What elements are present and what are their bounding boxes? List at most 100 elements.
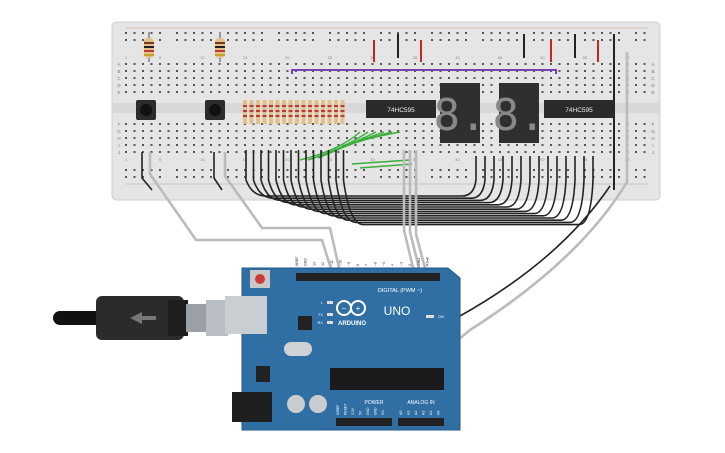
shift-register-2[interactable]: 74HC595 (544, 100, 614, 118)
column-number: 25 (328, 157, 333, 162)
red-jumpers (373, 40, 599, 62)
svg-text:−: − (342, 304, 347, 313)
power-pin-label: GND (366, 407, 370, 415)
power-jack (232, 392, 272, 422)
row-letter: D (117, 83, 121, 88)
digital-pin-label: AREF (295, 256, 299, 266)
digital-pin-label: TX▸1 (417, 258, 421, 266)
row-letter: G (651, 129, 655, 134)
digital-pin-label: 13 (312, 262, 316, 266)
analog-pin-label: A3 (422, 411, 426, 415)
column-number: 20 (285, 157, 290, 162)
digital-pin-label: 12 (321, 262, 325, 266)
digital-pin-label: GND (304, 258, 308, 266)
seven-segment-display-1[interactable]: 8. (434, 83, 487, 143)
row-letter: F (652, 122, 655, 127)
power-pin-label: IOREF (336, 405, 340, 415)
row-letter: C (117, 76, 121, 81)
push-button-2[interactable] (205, 100, 225, 120)
analog-pin-label: A2 (414, 411, 418, 415)
row-letter: B (651, 69, 654, 74)
digital-pin-label: ~11 (330, 260, 334, 266)
digital-pin-label: 8 (356, 264, 360, 266)
green-wires (299, 131, 413, 169)
row-letter: D (651, 83, 655, 88)
svg-text:POWER: POWER (365, 400, 384, 406)
column-number: 40 (455, 157, 460, 162)
column-number: 20 (285, 55, 290, 60)
reset-button (255, 274, 265, 284)
column-number: 5 (159, 55, 162, 60)
power-pin-label: GND (374, 407, 378, 415)
crystal (284, 342, 312, 356)
svg-text:ANALOG IN: ANALOG IN (407, 400, 435, 406)
column-number: 1 (125, 157, 128, 162)
analog-header (398, 418, 444, 426)
row-letter: J (118, 150, 120, 155)
shift-register-1[interactable]: 74HC595 (366, 100, 436, 118)
row-letter: I (118, 143, 119, 148)
analog-pin-label: A1 (407, 411, 411, 415)
column-number: 30 (370, 157, 375, 162)
column-number: 10 (200, 55, 205, 60)
bundle-wires (141, 52, 629, 412)
digital-pin-label: ~5 (382, 262, 386, 266)
svg-text:8.: 8. (493, 90, 546, 141)
column-number: 50 (540, 157, 545, 162)
digital-pin-label: 2 (408, 264, 412, 266)
usb-chip (298, 316, 312, 330)
analog-pin-label: A0 (399, 411, 403, 415)
digital-pin-label: ~10 (339, 260, 343, 266)
push-button-1[interactable] (136, 100, 156, 120)
analog-pin-label: A4 (429, 411, 433, 415)
row-letter: I (652, 143, 653, 148)
power-pin-label: RESET (344, 404, 348, 415)
column-number: 45 (498, 157, 503, 162)
power-pin-label: 5V (359, 410, 363, 415)
resistor-1[interactable] (144, 32, 154, 62)
usb-port (225, 296, 267, 334)
capacitor-2 (309, 395, 327, 413)
arduino-brand: ARDUINO (338, 321, 366, 327)
row-letter: G (117, 129, 121, 134)
l-led (327, 301, 333, 304)
column-number: 10 (200, 157, 205, 162)
column-number: 40 (455, 55, 460, 60)
digital-pin-label: 7 (365, 264, 369, 266)
row-letter: C (651, 76, 655, 81)
column-number: 15 (243, 55, 248, 60)
resistor-2[interactable] (215, 32, 225, 62)
row-letter: J (652, 150, 654, 155)
row-letter: A (117, 62, 120, 67)
column-number: 25 (328, 55, 333, 60)
column-number: 55 (583, 55, 588, 60)
digital-header (296, 273, 440, 281)
column-number: 5 (159, 157, 162, 162)
digital-pin-label: ~9 (347, 262, 351, 266)
power-rails (126, 27, 648, 185)
power-header (336, 418, 392, 426)
column-number: 45 (498, 55, 503, 60)
svg-text:+: + (356, 304, 361, 313)
purple-wire[interactable] (291, 69, 557, 74)
seven-segment-display-2[interactable]: 8. (493, 83, 546, 143)
svg-text:L: L (321, 300, 324, 305)
rx-led (327, 321, 333, 324)
column-number: 50 (540, 55, 545, 60)
atmega-chip (330, 368, 444, 390)
power-pin-label: Vin (381, 410, 385, 415)
digital-header-label: DIGITAL (PWM ~) (378, 288, 422, 294)
on-led (426, 315, 434, 318)
chip-label: 74HC595 (387, 107, 415, 114)
digital-pin-label: ~3 (399, 262, 403, 266)
row-letter: E (117, 90, 120, 95)
usb-cable[interactable] (53, 296, 228, 340)
row-letter: H (117, 136, 120, 141)
power-pin-label: 3.3V (351, 407, 355, 415)
svg-text:8.: 8. (434, 90, 487, 141)
resistor-bank[interactable] (243, 100, 345, 124)
